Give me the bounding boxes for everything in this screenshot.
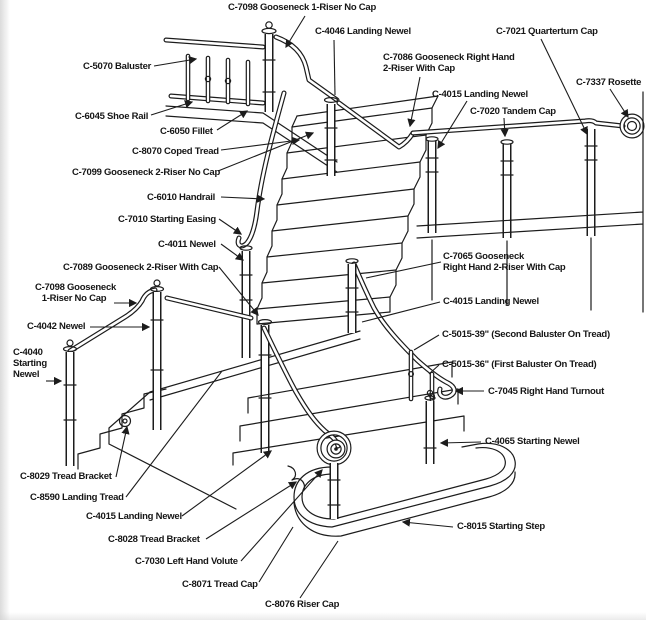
leader-line-c4011 xyxy=(220,243,245,261)
leader-line-c8076 xyxy=(299,540,339,599)
part-label-c6045: C-6045 Shoe Rail xyxy=(75,111,149,122)
leader-line-c7020 xyxy=(500,117,509,138)
leader-line-c7010 xyxy=(218,218,243,235)
part-label-c4065: C-4065 Starting Newel xyxy=(485,436,580,447)
leader-line-c7089 xyxy=(218,266,259,316)
leader-line-c6045 xyxy=(150,100,194,116)
part-label-c8590: C-8590 Landing Tread xyxy=(30,492,124,503)
part-label-c7020: C-7020 Tandem Cap xyxy=(470,106,556,117)
part-label-c8070: C-8070 Coped Tread xyxy=(132,146,219,157)
leader-line-c7030 xyxy=(240,469,323,562)
landing-and-left-flight xyxy=(62,279,361,510)
part-label-c7098-top: C-7098 Gooseneck 1-Riser No Cap xyxy=(228,2,377,13)
leader-line-c5070 xyxy=(153,56,198,67)
leader-line-c7337 xyxy=(609,88,629,119)
part-label-c7099: C-7099 Gooseneck 2-Riser No Cap xyxy=(72,167,221,178)
part-label-c6050: C-6050 Fillet xyxy=(160,126,213,137)
leader-line-c4015-top xyxy=(437,100,468,150)
part-label-c4015-bottom: C-4015 Landing Newel xyxy=(86,511,182,522)
leader-line-c5015-36 xyxy=(428,364,440,375)
part-label-c8071: C-8071 Tread Cap xyxy=(182,579,258,590)
part-label-c8029: C-8029 Tread Bracket xyxy=(20,471,112,482)
leader-line-c8028 xyxy=(205,481,298,540)
lower-flight-and-starting-step xyxy=(232,258,516,537)
leader-line-c4015-mid xyxy=(361,301,441,323)
part-label-c7030: C-7030 Left Hand Volute xyxy=(135,556,238,567)
right-balcony-railing xyxy=(410,91,645,313)
part-label-c7089: C-7089 Gooseneck 2-Riser With Cap xyxy=(63,262,219,273)
leader-line-c7065 xyxy=(365,261,442,279)
part-label-c8076: C-8076 Riser Cap xyxy=(265,599,340,610)
part-label-c4042: C-4042 Newel xyxy=(27,321,86,332)
part-label-c7021: C-7021 Quarterturn Cap xyxy=(496,26,598,37)
leader-line-c5015-39 xyxy=(413,334,440,351)
leader-line-c7021 xyxy=(540,38,588,136)
balcony-railing xyxy=(163,21,340,173)
part-label-c5015-39: C-5015-39" (Second Baluster On Tread) xyxy=(442,329,610,340)
leader-line-c8015 xyxy=(401,518,454,528)
part-label-c8015: C-8015 Starting Step xyxy=(457,521,545,532)
leader-line-c7086 xyxy=(407,76,421,128)
part-label-c4046: C-4046 Landing Newel xyxy=(315,26,411,37)
part-label-c6010: C-6010 Handrail xyxy=(147,192,216,203)
part-label-c7010: C-7010 Starting Easing xyxy=(118,214,216,225)
leader-lines xyxy=(46,15,629,599)
leader-line-c8070 xyxy=(220,136,301,151)
part-label-c7045: C-7045 Right Hand Turnout xyxy=(488,386,605,397)
leader-line-c6050 xyxy=(216,110,249,131)
part-label-c4015-mid: C-4015 Landing Newel xyxy=(443,296,539,307)
leader-line-c4046 xyxy=(333,39,336,96)
part-label-c8028: C-8028 Tread Bracket xyxy=(108,534,200,545)
leader-line-c4065 xyxy=(439,438,482,447)
part-label-c4015-top: C-4015 Landing Newel xyxy=(432,89,528,100)
part-label-c5070: C-5070 Baluster xyxy=(83,61,152,72)
leader-line-c8071 xyxy=(258,526,294,583)
leader-line-c7098-top xyxy=(285,15,306,49)
leader-line-c7099 xyxy=(217,131,315,172)
leader-line-c8590 xyxy=(125,370,223,498)
part-label-c4011: C-4011 Newel xyxy=(158,239,216,250)
leader-line-c6010 xyxy=(220,194,266,203)
leader-line-c8029 xyxy=(115,425,130,478)
part-label-c7337: C-7337 Rosette xyxy=(576,77,642,88)
leader-line-c4015-bottom xyxy=(181,450,272,517)
part-label-c5015-36: C-5015-36" (First Baluster On Tread) xyxy=(442,359,597,370)
upper-flight xyxy=(235,90,439,358)
